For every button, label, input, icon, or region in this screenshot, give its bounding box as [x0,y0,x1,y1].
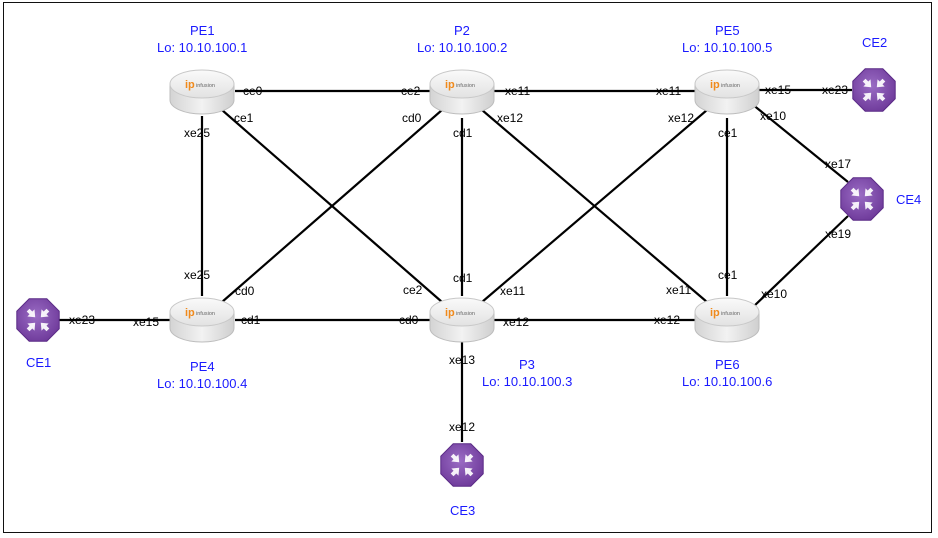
port-label-pe4-p3-b: cd0 [399,313,419,327]
ce-router-icon-ce3[interactable] [440,443,484,487]
router-name-pe5: PE5 [715,23,740,38]
svg-text:ip: ip [445,79,455,91]
router-loopback-pe1: Lo: 10.10.100.1 [157,40,248,55]
router-loopback-p3: Lo: 10.10.100.3 [482,374,573,389]
svg-text:infusion: infusion [456,311,475,317]
router-loopback-pe4: Lo: 10.10.100.4 [157,376,248,391]
port-label-pe5-ce2-a: xe15 [765,83,792,97]
port-label-p2-pe6-a: xe12 [497,111,524,125]
port-label-p2-pe6-b: xe11 [666,283,692,297]
port-label-ce1-pe4-b: xe15 [133,315,160,329]
port-label-pe5-pe6-b: ce1 [718,268,738,282]
port-label-ce4-pe6-a: xe19 [825,227,852,241]
svg-text:infusion: infusion [196,311,215,317]
port-label-pe1-p2-a: ce0 [243,84,263,98]
svg-text:ip: ip [185,79,195,91]
port-label-pe1-p3-b: ce2 [403,283,423,297]
svg-text:ip: ip [710,79,720,91]
router-name-p2: P2 [454,23,470,38]
port-label-p3-ce3-a: xe13 [449,353,476,367]
diagram-frame [3,2,932,533]
port-label-p3-ce3-b: xe12 [449,420,476,434]
port-label-pe5-p3-a: xe12 [668,111,695,125]
ce-router-icon-ce2[interactable] [852,68,896,112]
port-label-pe5-ce4-a: xe10 [760,109,787,123]
port-label-p2-p3-b: cd1 [453,271,473,285]
link-p2-pe4 [221,109,443,303]
link-ce4-pe6 [751,215,849,309]
port-label-p2-pe4-a: cd0 [402,111,422,125]
port-label-ce1-pe4-a: xe23 [69,313,96,327]
router-name-pe6: PE6 [715,357,740,372]
ce-name-ce3: CE3 [450,503,476,518]
port-label-pe1-p3-a: ce1 [234,111,254,125]
svg-text:infusion: infusion [721,311,740,317]
ce-name-ce4: CE4 [896,192,922,207]
port-label-p3-pe6-b: xe12 [654,313,681,327]
svg-text:infusion: infusion [456,83,475,89]
port-label-pe5-p3-b: xe11 [500,284,526,298]
port-label-p2-pe5-b: xe11 [656,84,682,98]
link-pe5-p3 [481,109,708,303]
port-label-p2-pe4-b: cd0 [235,284,255,298]
port-label-pe5-ce2-b: xe23 [822,83,849,97]
port-label-p2-p3-a: cd1 [453,126,473,140]
link-pe5-ce4 [751,103,849,183]
port-label-pe1-pe4-a: xe25 [184,126,211,140]
port-label-pe5-pe6-a: ce1 [718,126,738,140]
port-label-pe1-pe4-b: xe25 [184,268,211,282]
router-name-p3: P3 [519,357,535,372]
ce-name-ce2: CE2 [862,35,888,50]
router-loopback-pe6: Lo: 10.10.100.6 [682,374,773,389]
links-layer [58,88,852,442]
port-label-p3-pe6-a: xe12 [503,315,530,329]
svg-text:ip: ip [445,307,455,319]
port-label-pe5-ce4-b: xe17 [825,157,852,171]
svg-text:infusion: infusion [196,83,215,89]
svg-text:ip: ip [710,307,720,319]
ce-router-icon-ce4[interactable] [840,177,884,221]
router-loopback-p2: Lo: 10.10.100.2 [417,40,508,55]
router-name-pe4: PE4 [190,359,215,374]
ce-router-icon-ce1[interactable] [16,298,60,342]
port-label-pe4-p3-a: cd1 [241,313,261,327]
svg-text:ip: ip [185,307,195,319]
router-name-pe1: PE1 [190,23,215,38]
svg-text:infusion: infusion [721,83,740,89]
port-label-pe1-p2-b: ce2 [401,84,421,98]
router-loopback-pe5: Lo: 10.10.100.5 [682,40,773,55]
port-label-ce4-pe6-b: xe10 [761,287,788,301]
port-label-p2-pe5-a: xe11 [505,84,531,98]
ce-name-ce1: CE1 [26,355,52,370]
